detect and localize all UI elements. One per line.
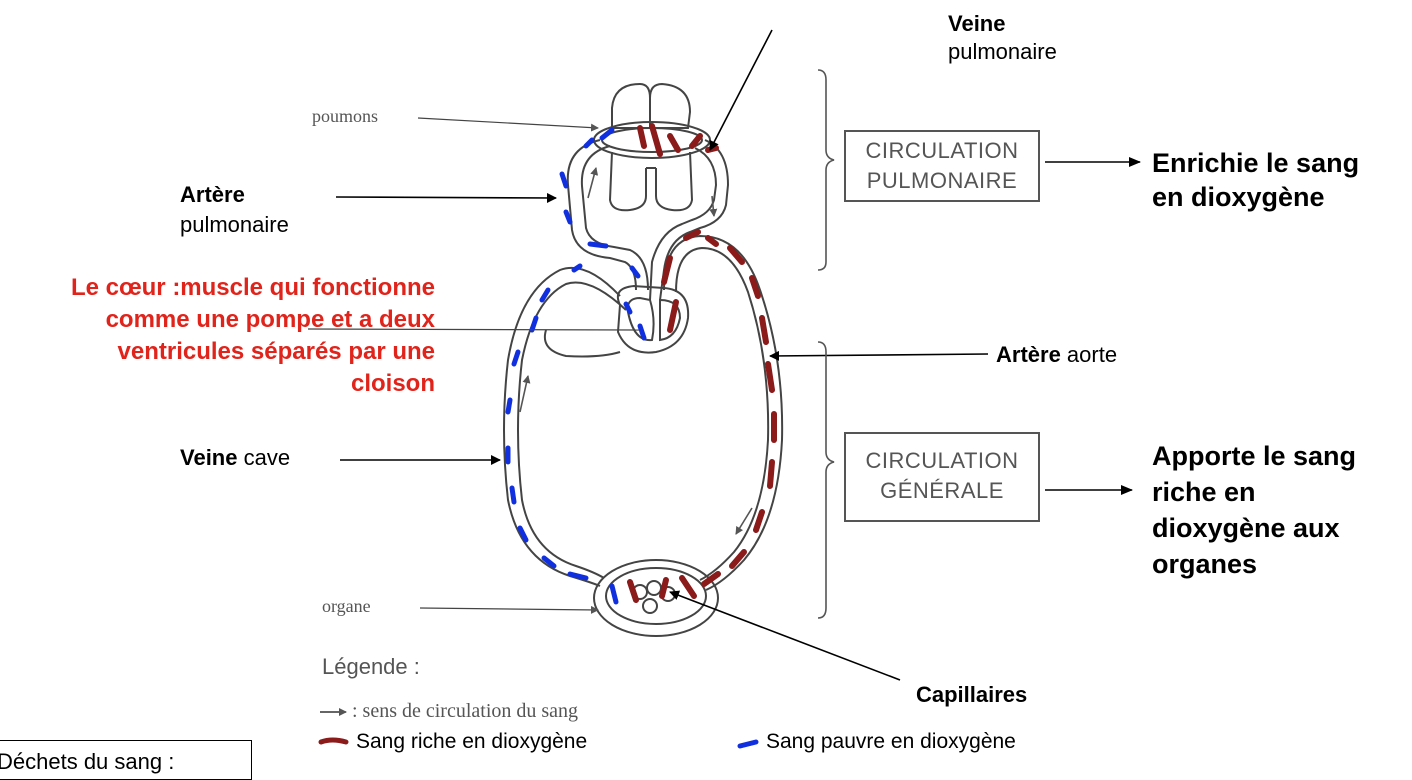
legend-rich-blood: Sang riche en dioxygène [356,730,587,754]
veine-cave-label: Veine cave [180,445,290,471]
legend-title: Légende : [322,654,420,680]
heart-shape [618,286,688,353]
pulmonaire-description: Enrichie le sang en dioxygène [1152,146,1359,214]
capillaires-label: Capillaires [916,682,1027,708]
organe-label: organe [322,596,371,617]
legend-poor-blood: Sang pauvre en dioxygène [766,730,1016,754]
generale-description: Apporte le sang riche en dioxygène aux o… [1152,438,1356,582]
veine-pulmonaire-label: Veine pulmonaire [948,10,1057,66]
rich-blood-segments [630,126,774,600]
pulmonary-vessels [568,140,728,300]
circulation-pulmonaire-box: CIRCULATION PULMONAIRE [844,130,1040,202]
artere-pulmonaire-label: Artère pulmonaire [180,180,289,240]
waste-box-label: Déchets du sang : [0,749,174,775]
waste-box: Déchets du sang : [0,740,252,780]
coeur-description: Le cœur :muscle qui fonctionne comme une… [71,272,435,400]
circulation-generale-box: CIRCULATION GÉNÉRALE [844,432,1040,522]
poor-blood-segments [508,130,644,602]
poumons-label: poumons [312,106,378,127]
artere-aorte-label: Artère aorte [996,342,1117,368]
legend-arrow-text: : sens de circulation du sang [352,700,578,723]
brackets [818,70,834,618]
